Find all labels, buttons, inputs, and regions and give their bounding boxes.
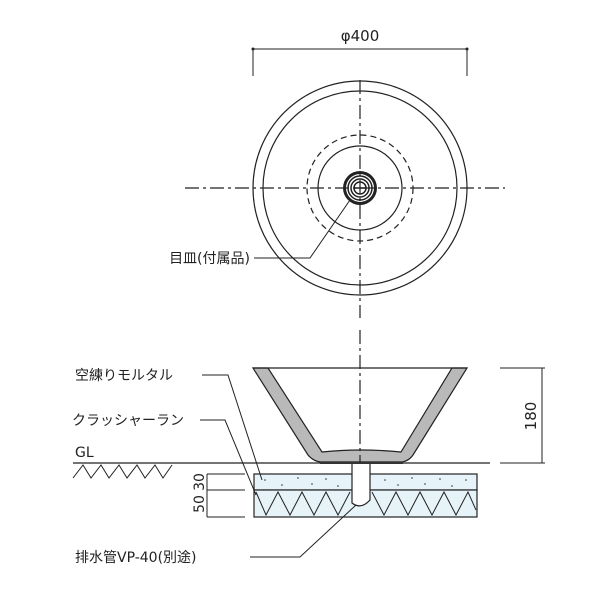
mortar-dots xyxy=(264,477,467,487)
mortar-label: 空練りモルタル xyxy=(75,368,173,384)
drain-pipe xyxy=(351,463,371,507)
section-view: GL 180 30 50 空練りモルタル クラッシャーラン 排水管VP-40(別… xyxy=(72,330,545,566)
crusher-run-leader xyxy=(200,419,257,496)
crusher-thickness-label: 50 xyxy=(192,495,208,513)
bowl-section xyxy=(251,367,469,463)
drain-leader xyxy=(254,199,351,259)
crusher-run-label: クラッシャーラン xyxy=(72,413,184,429)
gl-label: GL xyxy=(75,445,94,461)
pipe-leader xyxy=(250,504,357,558)
diameter-dimension: φ400 xyxy=(251,27,469,76)
mortar-thickness-label: 30 xyxy=(192,473,208,491)
height-label: 180 xyxy=(522,402,540,431)
crusher-hatch-right xyxy=(371,490,477,517)
layer-dimension: 30 50 xyxy=(192,473,245,518)
pipe-label: 排水管VP-40(別途) xyxy=(75,549,197,566)
crusher-hatch-left xyxy=(255,490,351,517)
ground-hatch xyxy=(72,464,173,479)
diameter-label: φ400 xyxy=(341,27,380,45)
plan-view: φ400 目皿(付属品) xyxy=(169,27,505,318)
drain-label: 目皿(付属品) xyxy=(169,251,250,267)
height-dimension: 180 xyxy=(500,367,545,464)
mortar-leader xyxy=(202,374,263,481)
